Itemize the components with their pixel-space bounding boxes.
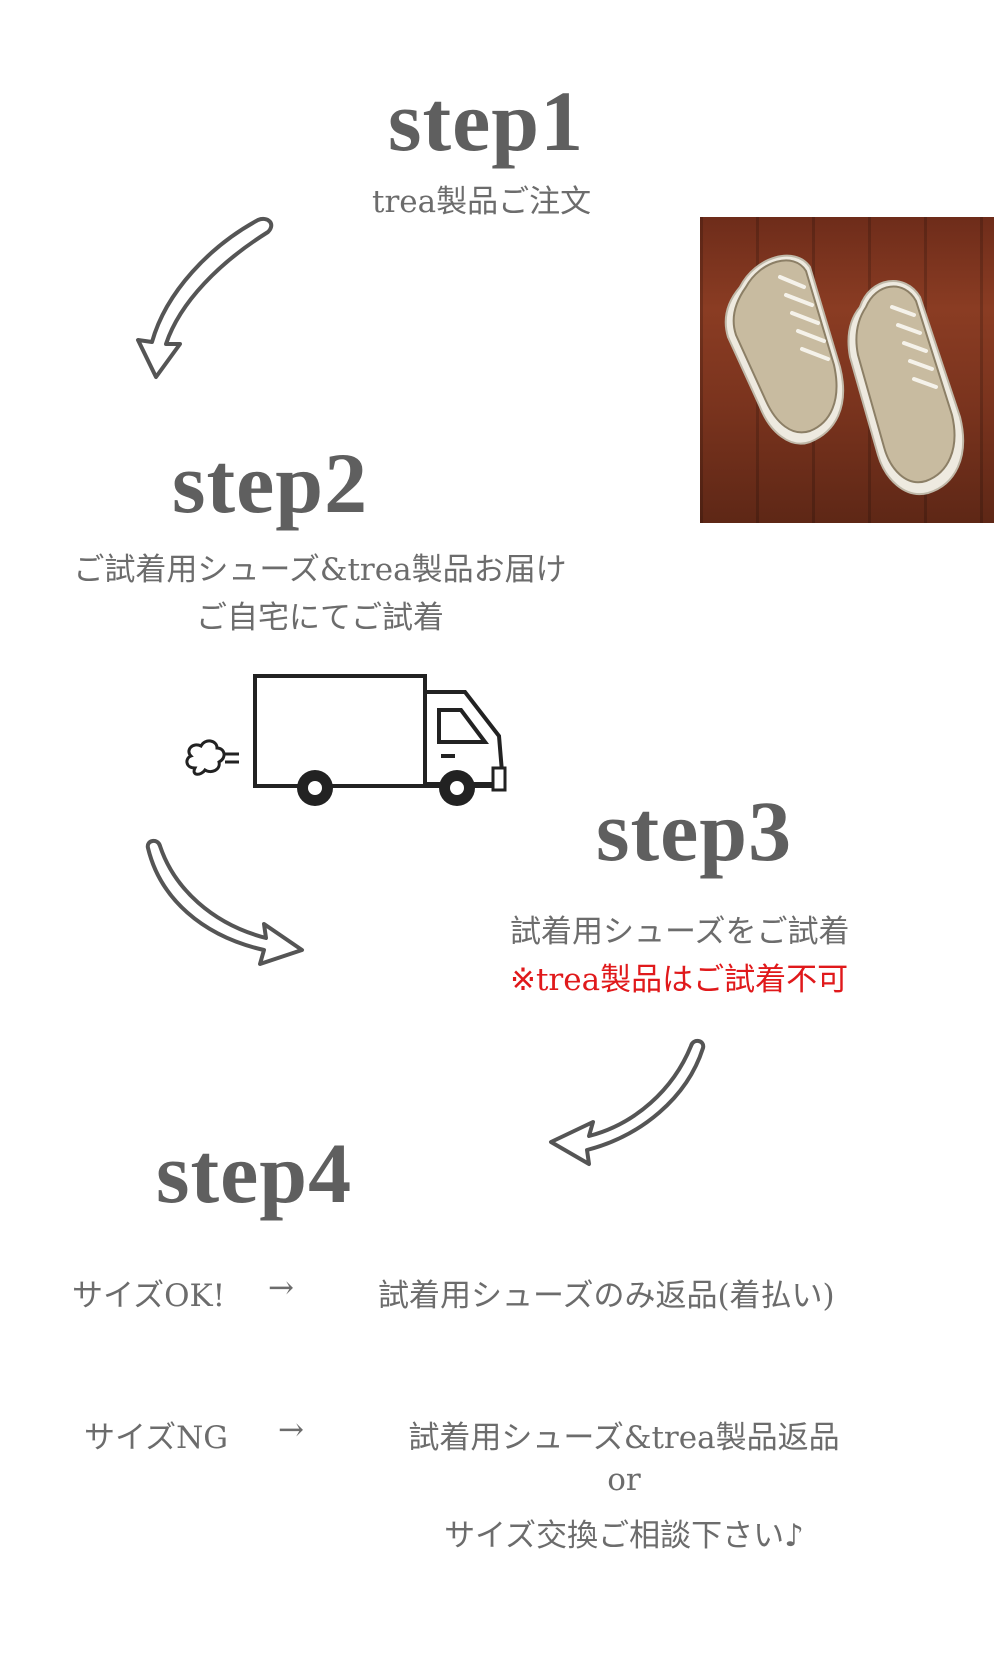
shoes-photo bbox=[700, 217, 994, 523]
curved-arrow-icon bbox=[145, 839, 304, 966]
delivery-truck-icon bbox=[185, 674, 507, 806]
size-ok-result: 試着用シューズのみ返品(着払い) bbox=[378, 1278, 835, 1314]
step1-caption: trea製品ご注文 bbox=[372, 184, 592, 220]
step4-title: step4 bbox=[156, 1125, 353, 1221]
step3-warning: ※trea製品はご試着不可 bbox=[510, 962, 849, 998]
size-ok-condition: サイズOK! bbox=[72, 1278, 226, 1314]
curved-arrow-icon bbox=[549, 1039, 706, 1166]
step1-title: step1 bbox=[388, 73, 585, 169]
size-ng-result-line1: 試着用シューズ&trea製品返品 bbox=[408, 1420, 840, 1456]
step2-caption-line2: ご自宅にてご試着 bbox=[196, 600, 444, 636]
step3-title: step3 bbox=[596, 783, 793, 879]
step2-title: step2 bbox=[172, 435, 369, 531]
step3-caption-line1: 試着用シューズをご試着 bbox=[510, 914, 850, 950]
size-ng-result-or: or bbox=[607, 1462, 641, 1498]
size-ng-arrow: → bbox=[278, 1412, 304, 1448]
curved-arrow-icon bbox=[136, 217, 274, 379]
size-ng-condition: サイズNG bbox=[84, 1420, 228, 1456]
step2-caption-line1: ご試着用シューズ&trea製品お届け bbox=[73, 552, 567, 588]
size-ok-arrow: → bbox=[268, 1270, 294, 1306]
size-ng-result-line2: サイズ交換ご相談下さい♪ bbox=[444, 1518, 804, 1554]
